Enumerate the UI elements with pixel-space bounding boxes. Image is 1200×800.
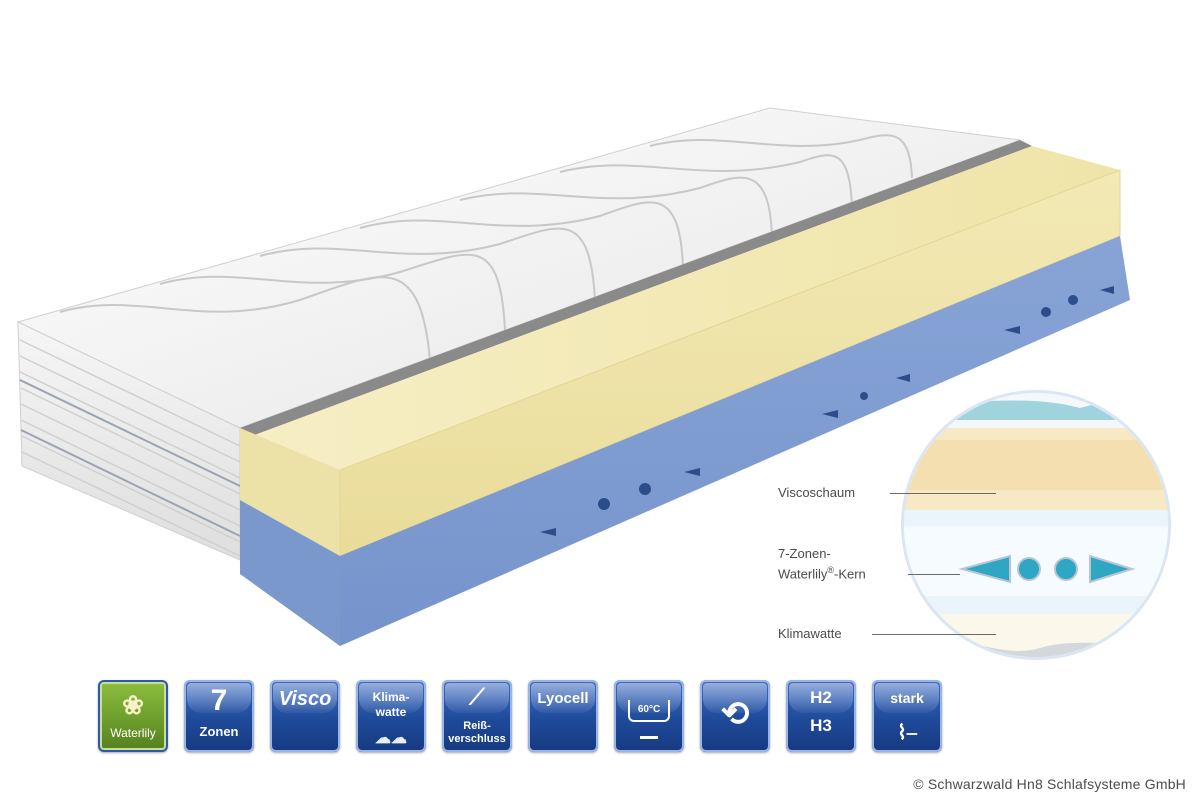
adjustable-frame-icon: ⌇⎯ — [897, 722, 917, 744]
badge-text: verschluss — [448, 733, 506, 745]
7-zonen-badge: 7 Zonen — [184, 680, 254, 752]
lyocell-badge: Lyocell — [528, 680, 598, 752]
leader-klimawatte — [872, 634, 996, 635]
core-layer-front — [340, 236, 1130, 646]
klimawatte-icon: ☁☁ — [375, 730, 407, 747]
cover-side-lines — [19, 339, 241, 557]
cover-quilting — [59, 134, 913, 361]
label-viscoschaum: Viscoschaum — [778, 485, 856, 500]
badge-text: Waterlily — [110, 726, 156, 740]
visco-icon: Visco — [278, 688, 332, 710]
firmness-icon: H2 — [810, 688, 832, 707]
wash-60-icon — [628, 700, 670, 722]
reissverschluss-badge: ⟋ Reiß- verschluss — [442, 680, 512, 752]
lyocell-icon: Lyocell — [537, 690, 589, 707]
zipper-icon: ⟋ — [469, 684, 485, 709]
stark-badge: stark ⌇⎯ — [872, 680, 942, 752]
label-kern-line1: 7-Zonen- — [778, 546, 831, 561]
lotus-icon: ❀ — [122, 690, 144, 720]
badge-text: stark — [890, 690, 924, 706]
waterlily-badge: ❀ Waterlily — [98, 680, 168, 752]
visco-layer-top — [252, 146, 1120, 470]
firmness-badge: H2 H3 — [786, 680, 856, 752]
turn-mattress-badge: ⟲ — [700, 680, 770, 752]
visco-layer-front — [240, 428, 340, 556]
copyright-notice: © Schwarzwald Hn8 Schlafsysteme GmbH — [913, 776, 1186, 792]
core-zone-holes — [540, 286, 1114, 536]
badge-text: Klima- — [372, 690, 410, 704]
badge-text: H3 — [810, 716, 832, 735]
visco-badge: Visco — [270, 680, 340, 752]
turn-mattress-icon: ⟲ — [720, 695, 750, 733]
leader-viscoschaum — [890, 493, 996, 494]
label-kern: 7-Zonen- Waterlily®-Kern — [778, 546, 866, 582]
badge-text: Reiß- — [463, 720, 491, 732]
wash-60-badge: 60°C — [614, 680, 684, 752]
badge-text: watte — [375, 705, 407, 719]
label-klimawatte: Klimawatte — [778, 626, 842, 641]
badge-text: Zonen — [199, 724, 239, 739]
waterlily-core-chambers — [958, 554, 1136, 584]
leader-kern — [908, 574, 960, 575]
badge-text: 60°C — [637, 704, 661, 715]
klimawatte-badge: Klima- watte ☁☁ — [356, 680, 426, 752]
label-kern-line2: Waterlily®-Kern — [778, 565, 866, 582]
zones-icon: 7 — [210, 684, 228, 717]
